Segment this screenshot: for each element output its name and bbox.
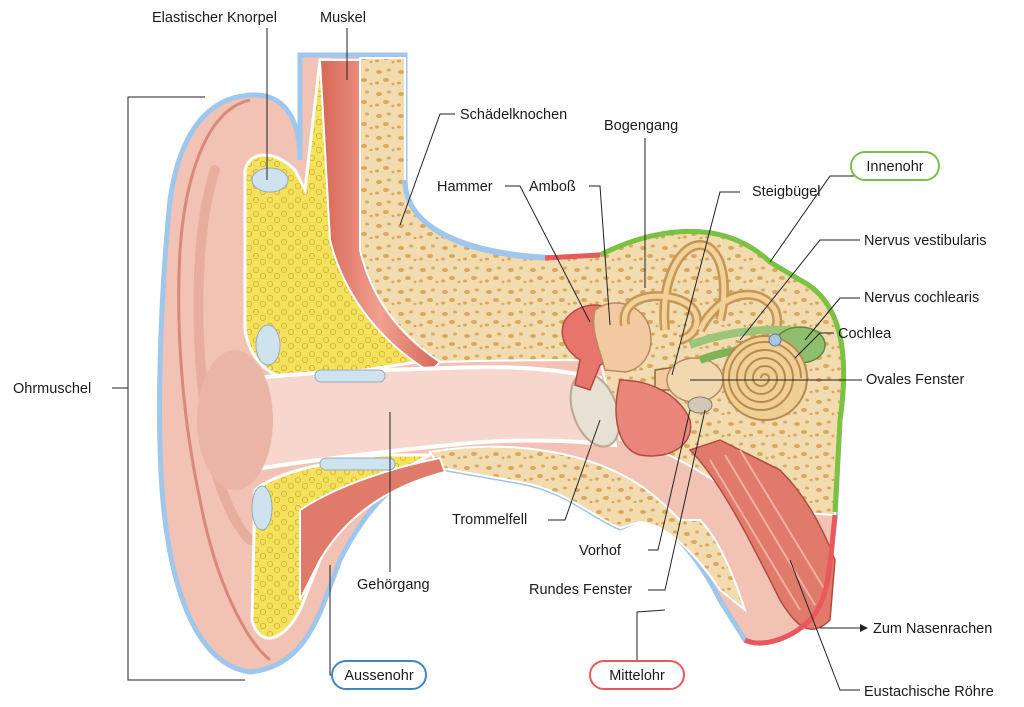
label-elastischer-knorpel: Elastischer Knorpel — [152, 10, 277, 26]
region-mittelohr-label: Mittelohr — [609, 668, 665, 684]
label-muskel: Muskel — [320, 10, 366, 26]
label-gehoergang: Gehörgang — [357, 577, 430, 593]
cochlea-spiral — [722, 335, 808, 421]
region-innenohr: Innenohr — [850, 151, 940, 181]
aussenohr-border — [402, 179, 546, 261]
label-eustachische-roehre: Eustachische Röhre — [864, 684, 994, 700]
muscle-lower — [299, 456, 447, 601]
cartilage-nodule — [251, 485, 273, 531]
mittelohr-border-top — [544, 252, 601, 261]
middle-ear-tissue — [615, 379, 692, 457]
region-aussenohr-label: Aussenohr — [344, 668, 413, 684]
region-mittelohr: Mittelohr — [589, 660, 685, 690]
label-steigbuegel: Steigbügel — [752, 184, 821, 200]
label-nervus-vestibularis: Nervus vestibularis — [864, 233, 987, 249]
label-cochlea: Cochlea — [838, 326, 892, 342]
cartilage-nodule — [251, 167, 289, 193]
helix-fold — [177, 98, 271, 662]
region-aussenohr: Aussenohr — [331, 660, 427, 690]
label-nervus-cochlearis: Nervus cochlearis — [864, 290, 979, 306]
region-innenohr-label: Innenohr — [866, 159, 923, 175]
cartilage-nodule — [255, 324, 281, 366]
label-amboss: Amboß — [529, 179, 576, 195]
concha-bowl — [197, 350, 273, 490]
label-hammer: Hammer — [437, 179, 493, 195]
label-bogengang: Bogengang — [604, 118, 678, 134]
label-rundes-fenster: Rundes Fenster — [529, 582, 632, 598]
label-ohrmuschel: Ohrmuschel — [13, 381, 91, 397]
label-trommelfell: Trommelfell — [452, 512, 527, 528]
label-vorhof: Vorhof — [579, 543, 622, 559]
cartilage-nodule — [319, 457, 396, 471]
cartilage-nodule — [314, 369, 386, 383]
oval-window — [768, 333, 782, 347]
round-window — [687, 396, 713, 414]
bone-lower — [428, 445, 748, 613]
leader-lines — [266, 28, 868, 691]
label-schaedelknochen: Schädelknochen — [460, 107, 567, 123]
mittelohr-border-bottom — [743, 514, 838, 646]
label-zum-nasenrachen: Zum Nasenrachen — [873, 621, 992, 637]
label-ovales-fenster: Ovales Fenster — [866, 372, 964, 388]
